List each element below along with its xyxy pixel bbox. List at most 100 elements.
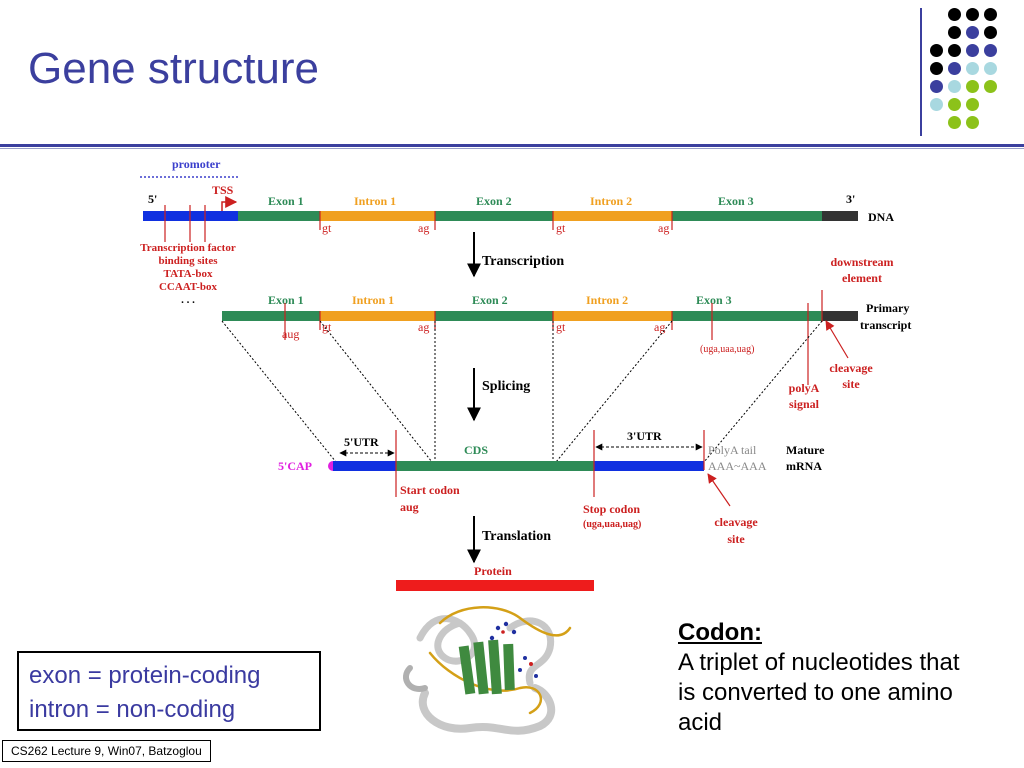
dna-intron2 bbox=[553, 211, 672, 221]
pt-exon3-label: Exon 3 bbox=[696, 293, 732, 307]
codon-heading: Codon: bbox=[678, 619, 762, 646]
dna-intron1-label: Intron 1 bbox=[354, 194, 396, 208]
protein-structure-image bbox=[403, 606, 572, 735]
pt-intron1 bbox=[320, 311, 435, 321]
cds-label: CDS bbox=[464, 443, 488, 457]
decorative-dot bbox=[948, 62, 961, 75]
ag-label: ag bbox=[418, 320, 429, 334]
decorative-dot bbox=[984, 80, 997, 93]
mrna-three-utr bbox=[594, 461, 704, 471]
protein-ribbon bbox=[506, 617, 555, 687]
decorative-dot bbox=[984, 26, 997, 39]
protein-atom bbox=[495, 625, 501, 631]
splicing-connector bbox=[703, 320, 823, 463]
protein-bar bbox=[396, 580, 594, 591]
decorative-dot bbox=[966, 44, 979, 57]
five-cap-label: 5'CAP bbox=[278, 459, 312, 473]
promoter-element: TATA-box bbox=[164, 268, 213, 280]
dna-exon3-label: Exon 3 bbox=[718, 194, 754, 208]
title-divider bbox=[0, 144, 1024, 147]
legend-exon: exon = protein-coding bbox=[29, 662, 261, 689]
slide-title: Gene structure bbox=[28, 44, 320, 93]
decorative-dot bbox=[948, 80, 961, 93]
aug-label: aug bbox=[282, 327, 299, 341]
decorative-dot-grid bbox=[928, 6, 1024, 138]
ag-label: ag bbox=[654, 320, 665, 334]
pt-exon1 bbox=[222, 311, 320, 321]
promoter-elements-list: Transcription factor binding sites TATA-… bbox=[140, 242, 236, 306]
decorative-vertical-line bbox=[920, 8, 922, 136]
decorative-dot bbox=[948, 26, 961, 39]
gt-label: gt bbox=[322, 320, 332, 334]
pt-exon2-label: Exon 2 bbox=[472, 293, 508, 307]
transcription-label: Transcription bbox=[482, 254, 564, 269]
pt-intron2-label: Intron 2 bbox=[586, 293, 628, 307]
pt-exon3 bbox=[672, 311, 822, 321]
decorative-dot bbox=[984, 44, 997, 57]
codon-body: A triplet of nucleotides that is convert… bbox=[678, 649, 960, 736]
exon-intron-legend: exon = protein-coding intron = non-codin… bbox=[17, 651, 321, 731]
dna-exon2 bbox=[435, 211, 553, 221]
decorative-dot bbox=[930, 44, 943, 57]
dna-exon1-label: Exon 1 bbox=[268, 194, 304, 208]
protein-ribbon bbox=[418, 684, 556, 735]
polya-tail-label: PolyA tail bbox=[708, 443, 757, 457]
splicing-connector bbox=[221, 320, 337, 463]
promoter-element: Transcription factor bbox=[140, 242, 236, 254]
three-prime-dna-label: 3' bbox=[846, 192, 855, 206]
decorative-dot bbox=[948, 8, 961, 21]
decorative-dot bbox=[966, 98, 979, 111]
protein-atom bbox=[511, 629, 517, 635]
cleavage-site-label: cleavage bbox=[714, 515, 758, 529]
promoter-element: CCAAT-box bbox=[159, 281, 218, 293]
pt-exon1-label: Exon 1 bbox=[268, 293, 304, 307]
ag-label: ag bbox=[658, 221, 669, 235]
cleavage-site-label: cleavage bbox=[829, 361, 873, 375]
dna-intron1 bbox=[320, 211, 435, 221]
pt-intron1-label: Intron 1 bbox=[352, 293, 394, 307]
decorative-dot bbox=[930, 80, 943, 93]
polya-signal-label: polyA bbox=[789, 381, 820, 395]
decorative-dot bbox=[948, 116, 961, 129]
start-codon-label: aug bbox=[400, 500, 419, 514]
cleavage-site-label: site bbox=[842, 377, 860, 391]
ag-label: ag bbox=[418, 221, 429, 235]
dna-exon3 bbox=[672, 211, 822, 221]
protein-beta-strand bbox=[503, 643, 515, 691]
polya-sequence-label: AAA~AAA bbox=[708, 459, 767, 473]
pt-three-prime-segment bbox=[822, 311, 858, 321]
protein-beta-strand bbox=[488, 639, 502, 695]
protein-beta-strand bbox=[473, 641, 489, 695]
decorative-dot bbox=[948, 44, 961, 57]
stop-codon-label: Stop codon bbox=[583, 502, 640, 516]
protein-ribbon bbox=[403, 665, 428, 692]
gt-label: gt bbox=[556, 320, 566, 334]
protein-atom bbox=[518, 668, 522, 672]
codon-definition: Codon: A triplet of nucleotides that is … bbox=[678, 618, 978, 738]
three-utr-label: 3'UTR bbox=[627, 429, 662, 443]
primary-transcript-label: transcript bbox=[860, 318, 911, 332]
gene-structure-diagram: promoter 5' TSS Exon 1 Intron 1 Exon 2 I… bbox=[140, 157, 911, 591]
protein-label: Protein bbox=[474, 564, 512, 578]
decorative-dot bbox=[966, 80, 979, 93]
cleavage-site-label: site bbox=[727, 532, 745, 546]
protein-atom bbox=[534, 674, 538, 678]
promoter-element: . . . bbox=[181, 294, 195, 306]
legend-intron: intron = non-coding bbox=[29, 696, 236, 723]
stop-codons-label: (uga,uaa,uag) bbox=[700, 344, 754, 355]
dna-label: DNA bbox=[868, 210, 894, 224]
decorative-dot bbox=[984, 62, 997, 75]
cleavage-arrow bbox=[707, 473, 731, 507]
pt-intron2 bbox=[553, 311, 672, 321]
protein-ribbon bbox=[438, 606, 572, 637]
dna-exon2-label: Exon 2 bbox=[476, 194, 512, 208]
title-divider-shadow bbox=[0, 148, 1024, 149]
decorative-dot bbox=[966, 8, 979, 21]
protein-atom bbox=[523, 656, 527, 660]
five-utr-label: 5'UTR bbox=[344, 435, 379, 449]
start-codon-label: Start codon bbox=[400, 483, 460, 497]
mature-mrna-label: Mature bbox=[786, 443, 825, 457]
downstream-element-label: element bbox=[842, 271, 882, 285]
primary-transcript-label: Primary bbox=[866, 301, 909, 315]
mrna-cds bbox=[396, 461, 594, 471]
